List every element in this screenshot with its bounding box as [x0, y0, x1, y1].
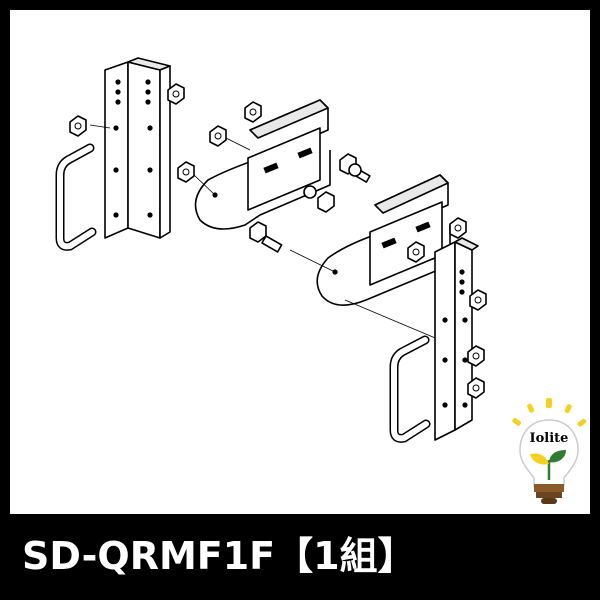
right-hex-nuts: [407, 217, 487, 399]
brand-logo-text: Iolite: [530, 431, 569, 446]
right-vertical-bracket: [434, 237, 479, 441]
product-image-panel: [10, 10, 590, 514]
product-caption: SD-QRMF1F【1組】: [22, 524, 416, 588]
center-bolts: [249, 153, 371, 253]
model-number: SD-QRMF1F: [22, 534, 276, 578]
lower-arm-plate: [316, 174, 451, 306]
mounting-bracket-diagram: [55, 57, 487, 443]
upper-arm-plate: [194, 99, 331, 230]
left-hex-nuts: [69, 83, 262, 183]
quantity-note: 【1組】: [275, 534, 416, 578]
left-vertical-bracket: [104, 57, 171, 239]
left-u-bolt: [55, 143, 97, 251]
lightbulb-logo-icon: Iolite: [512, 398, 587, 504]
right-u-bolt: [389, 335, 431, 443]
